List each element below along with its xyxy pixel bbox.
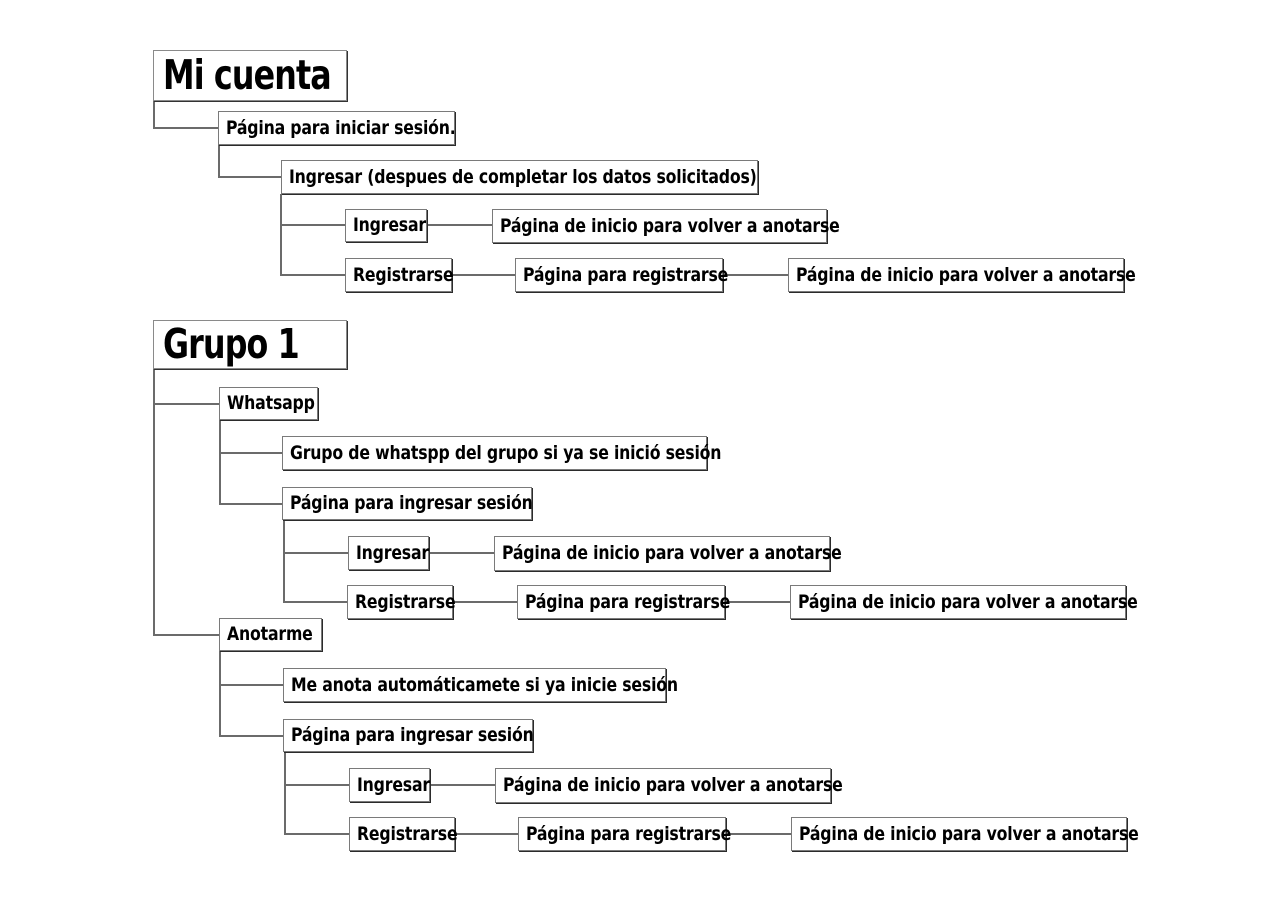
connector-vertical — [153, 369, 155, 636]
connector-horizontal — [723, 274, 789, 276]
connector-horizontal — [284, 833, 350, 835]
node-label: Me anota automáticamete si ya inicie ses… — [291, 673, 678, 696]
node-g1-wa-ingresar-home[interactable]: Página de inicio para volver a anotarse — [494, 536, 842, 571]
node-g1-wa-registro-home[interactable]: Página de inicio para volver a anotarse — [790, 585, 1138, 619]
node-g1-anotarme[interactable]: Anotarme — [219, 618, 322, 651]
connector-horizontal — [218, 176, 282, 178]
node-label: Ingresar (despues de completar los datos… — [289, 165, 757, 188]
connector-horizontal — [726, 833, 792, 835]
node-mc-registrarse[interactable]: Registrarse — [345, 258, 454, 292]
connector-horizontal — [219, 684, 284, 686]
node-mc-registro-page[interactable]: Página para registrarse — [515, 258, 728, 292]
connector-horizontal — [429, 552, 495, 554]
node-label: Página de inicio para volver a anotarse — [503, 774, 843, 796]
node-mc-login-page[interactable]: Página para iniciar sesión. — [218, 111, 456, 145]
section-header-label: Mi cuenta — [163, 51, 332, 99]
node-g1-an-ingresar-home[interactable]: Página de inicio para volver a anotarse — [495, 768, 843, 803]
node-g1-an-ingresar[interactable]: Ingresar — [349, 768, 430, 802]
connector-horizontal — [283, 552, 349, 554]
node-label: Página para ingresar sesión — [291, 724, 534, 746]
node-label: Grupo de whatspp del grupo si ya se inic… — [290, 441, 722, 464]
node-mc-ingresar[interactable]: Ingresar — [345, 209, 427, 242]
node-label: Página para registrarse — [523, 263, 729, 286]
node-label: Página para ingresar sesión — [290, 492, 533, 514]
node-label: Whatsapp — [227, 392, 315, 414]
section-header-grupo-1[interactable]: Grupo 1 — [153, 320, 347, 369]
connector-vertical — [219, 420, 221, 505]
node-label: Página para registrarse — [525, 590, 731, 613]
node-g1-an-registro-page[interactable]: Página para registrarse — [518, 817, 731, 851]
node-g1-an-login-page[interactable]: Página para ingresar sesión — [283, 719, 534, 752]
connector-horizontal — [153, 634, 221, 636]
node-label: Registrarse — [353, 263, 454, 286]
connector-horizontal — [219, 735, 284, 737]
node-g1-wa-registro-page[interactable]: Página para registrarse — [517, 585, 730, 619]
node-g1-an-registro-home[interactable]: Página de inicio para volver a anotarse — [791, 817, 1139, 851]
connector-horizontal — [284, 784, 350, 786]
node-label: Página de inicio para volver a anotarse — [796, 263, 1136, 286]
connector-vertical — [280, 194, 282, 276]
node-label: Ingresar — [353, 214, 426, 236]
node-mc-registro-home[interactable]: Página de inicio para volver a anotarse — [788, 258, 1136, 292]
connector-vertical — [153, 101, 155, 129]
section-header-mi-cuenta[interactable]: Mi cuenta — [153, 50, 347, 101]
node-label: Página para iniciar sesión. — [226, 116, 456, 139]
section-header-label: Grupo 1 — [163, 320, 300, 368]
connector-horizontal — [455, 833, 519, 835]
node-label: Página de inicio para volver a anotarse — [500, 214, 840, 237]
node-mc-ingresar-parent[interactable]: Ingresar (despues de completar los datos… — [281, 160, 758, 194]
connector-horizontal — [280, 274, 346, 276]
node-g1-an-registrarse[interactable]: Registrarse — [349, 817, 458, 851]
connector-horizontal — [452, 274, 516, 276]
node-label: Registrarse — [357, 822, 458, 845]
node-label: Anotarme — [227, 623, 313, 645]
node-g1-wa-login-page[interactable]: Página para ingresar sesión — [282, 487, 533, 520]
connector-horizontal — [453, 601, 517, 603]
node-mc-ingresar-home[interactable]: Página de inicio para volver a anotarse — [492, 209, 840, 243]
node-g1-wa-group[interactable]: Grupo de whatspp del grupo si ya se inic… — [282, 436, 721, 470]
node-label: Página de inicio para volver a anotarse — [798, 590, 1138, 613]
node-label: Ingresar — [357, 773, 430, 796]
node-g1-wa-ingresar[interactable]: Ingresar — [348, 536, 429, 570]
connector-horizontal — [283, 601, 349, 603]
node-g1-wa-registrarse[interactable]: Registrarse — [347, 585, 456, 619]
node-label: Página de inicio para volver a anotarse — [502, 542, 842, 564]
connector-horizontal — [280, 224, 346, 226]
node-label: Página para registrarse — [526, 822, 732, 845]
node-label: Página de inicio para volver a anotarse — [799, 822, 1139, 845]
node-g1-an-auto[interactable]: Me anota automáticamete si ya inicie ses… — [283, 668, 678, 702]
connector-horizontal — [219, 452, 283, 454]
connector-horizontal — [427, 224, 493, 226]
node-g1-whatsapp[interactable]: Whatsapp — [219, 387, 318, 420]
connector-vertical — [284, 752, 286, 835]
node-label: Registrarse — [355, 590, 456, 613]
connector-horizontal — [430, 784, 496, 786]
node-label: Ingresar — [356, 541, 429, 564]
connector-vertical — [283, 520, 285, 603]
connector-horizontal — [219, 503, 283, 505]
connector-horizontal — [153, 403, 221, 405]
connector-vertical — [218, 145, 220, 178]
connector-horizontal — [153, 127, 220, 129]
connector-horizontal — [725, 601, 791, 603]
connector-vertical — [219, 651, 221, 737]
